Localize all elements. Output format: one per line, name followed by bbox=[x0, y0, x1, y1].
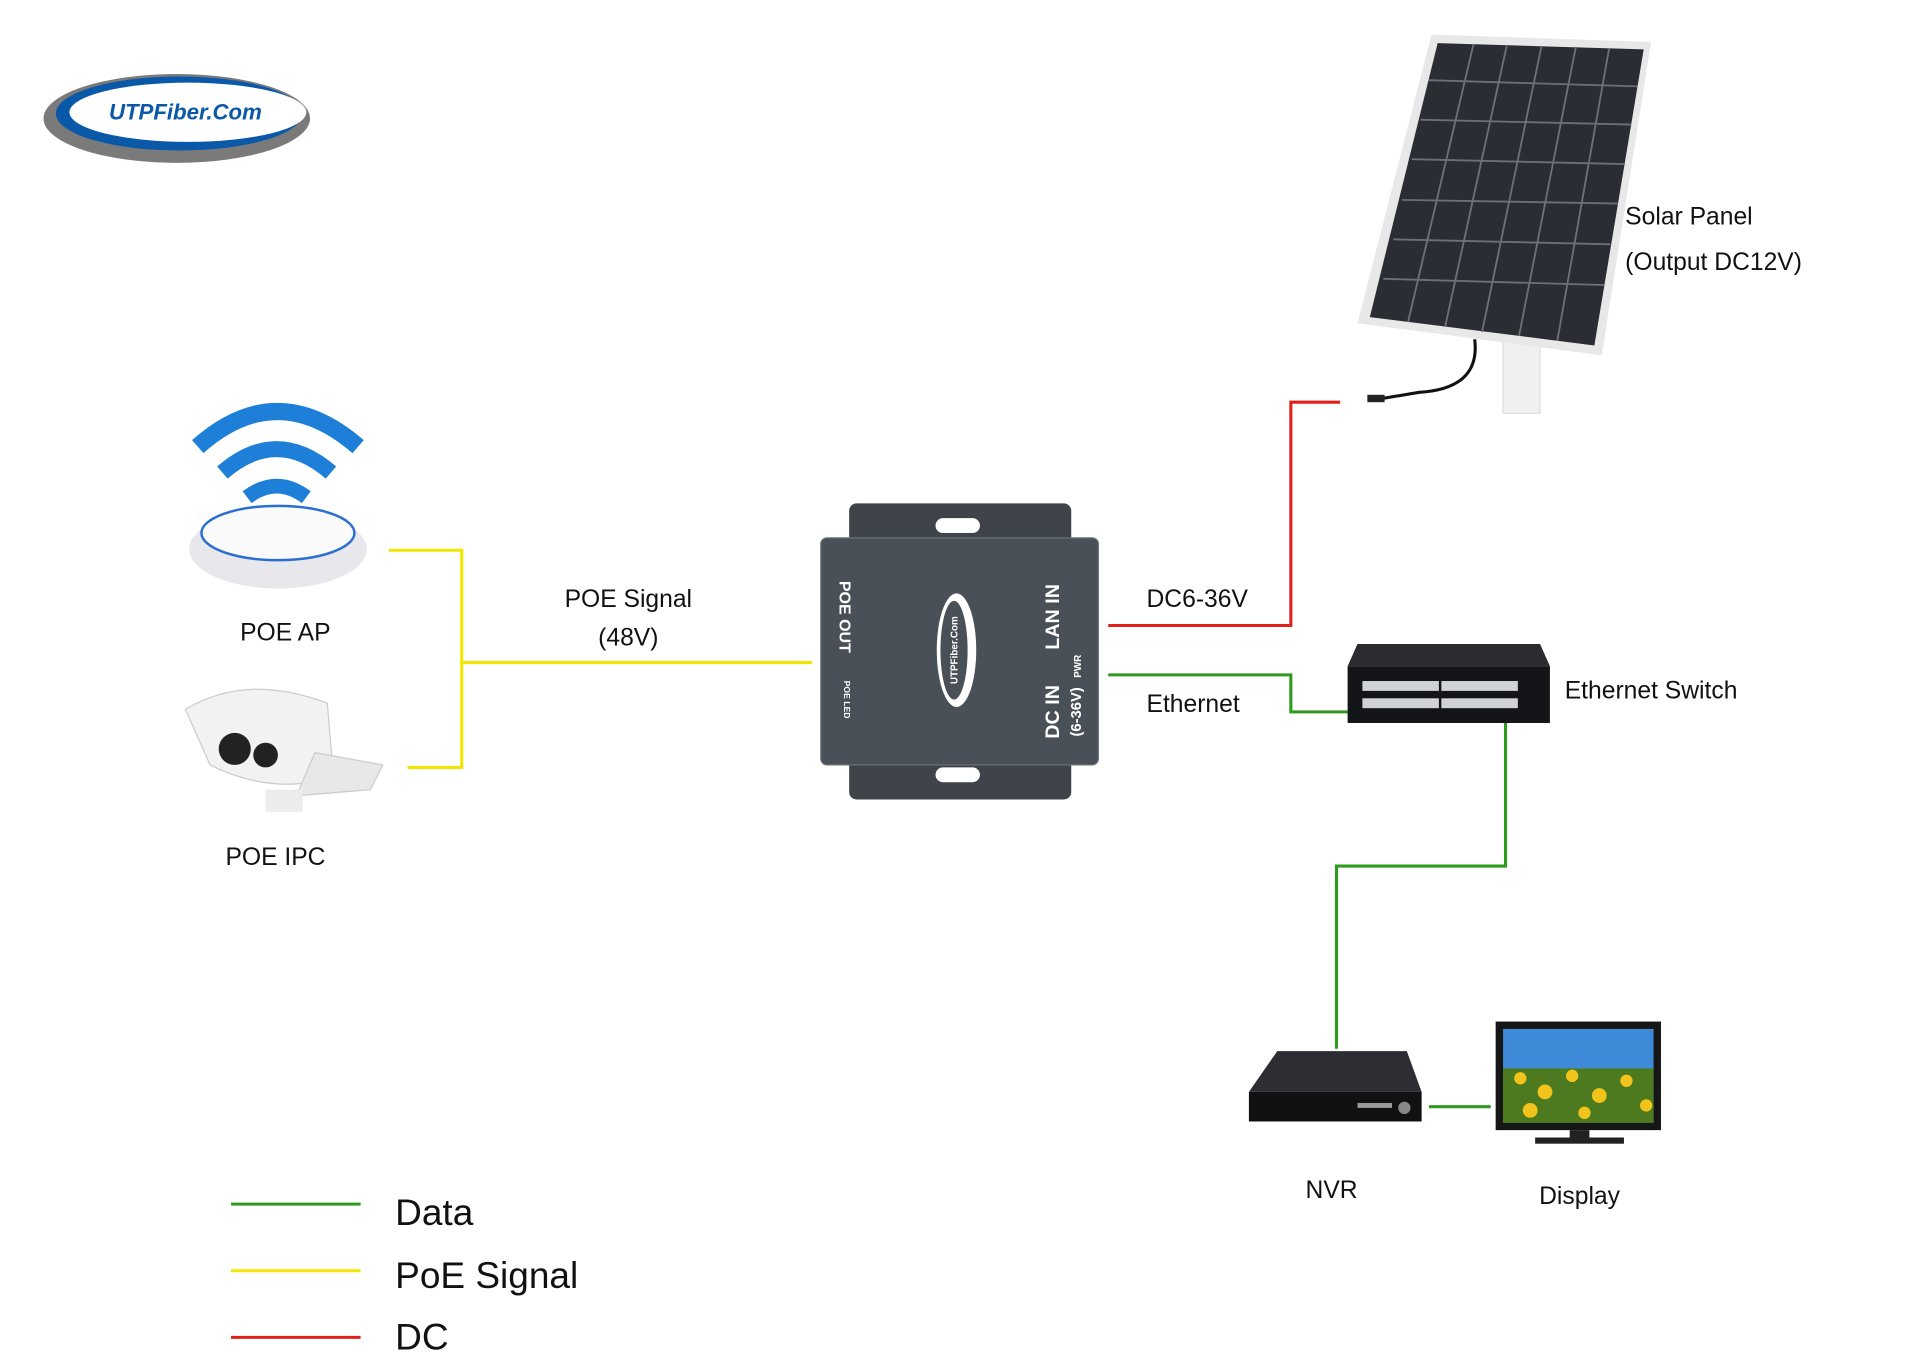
dc-range-label: (6-36V) bbox=[1069, 687, 1085, 736]
legend-label-poe: PoE Signal bbox=[395, 1254, 578, 1296]
switch-nvr-line bbox=[1334, 715, 1508, 1049]
poe-out-label: POE OUT bbox=[835, 581, 853, 653]
bullet-camera-icon bbox=[184, 688, 384, 812]
nvr-label: NVR bbox=[1306, 1177, 1358, 1204]
poe-voltage-label: (48V) bbox=[598, 624, 658, 651]
monitor-icon bbox=[1495, 1021, 1661, 1144]
logo-text: UTPFiber.Com bbox=[109, 100, 262, 125]
legend-label-data: Data bbox=[395, 1191, 474, 1233]
legend-label-dc: DC bbox=[395, 1316, 448, 1358]
poe-injector-icon: UTPFiber.Com POE OUT POE LED LAN IN DC I… bbox=[820, 503, 1099, 800]
solar-panel-icon bbox=[1357, 34, 1652, 414]
logo: UTPFiber.Com bbox=[43, 74, 311, 163]
solar-sublabel: (Output DC12V) bbox=[1625, 249, 1802, 276]
dc-line bbox=[1108, 400, 1341, 628]
poe-line-ap bbox=[388, 548, 464, 769]
dc-label: DC6-36V bbox=[1146, 586, 1248, 613]
lan-in-label: LAN IN bbox=[1042, 584, 1064, 650]
poe-led-label: POE LED bbox=[842, 681, 852, 719]
ethernet-label: Ethernet bbox=[1146, 691, 1239, 718]
ap-label: POE AP bbox=[240, 619, 330, 646]
ipc-label: POE IPC bbox=[225, 844, 325, 871]
legend: Data PoE Signal DC bbox=[231, 1191, 578, 1358]
dc-in-label: DC IN bbox=[1042, 685, 1064, 739]
nvr-icon bbox=[1248, 1051, 1422, 1122]
ethernet-line bbox=[1108, 673, 1348, 714]
wifi-access-point-icon bbox=[189, 402, 367, 589]
switch-label: Ethernet Switch bbox=[1565, 677, 1738, 704]
poe-signal-label: POE Signal bbox=[565, 586, 692, 613]
injector-brand: UTPFiber.Com bbox=[950, 616, 961, 684]
solar-label: Solar Panel bbox=[1625, 204, 1752, 231]
network-switch-icon bbox=[1347, 644, 1550, 723]
display-label: Display bbox=[1539, 1183, 1621, 1210]
pwr-label: PWR bbox=[1073, 655, 1084, 678]
